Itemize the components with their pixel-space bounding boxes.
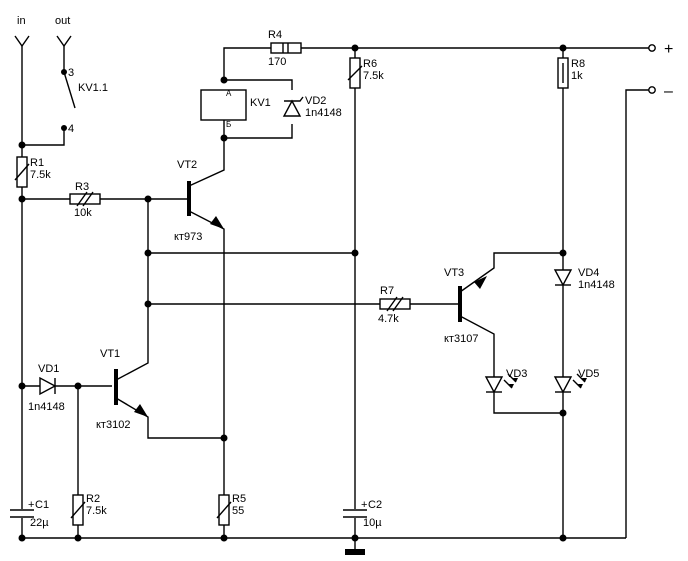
vd4-ref: VD4 — [578, 267, 599, 279]
capacitor-c1: + C1 22µ — [8, 499, 49, 529]
relay-pin-b: Б — [226, 120, 231, 129]
input-terminal-label: in — [17, 15, 26, 27]
r2-ref: R2 — [86, 493, 100, 505]
plus-terminal: + — [648, 41, 673, 58]
junction-dots — [18, 44, 567, 542]
r1-ref: R1 — [30, 157, 44, 169]
input-terminal: in — [17, 15, 26, 27]
ground-symbol — [345, 549, 365, 555]
c2-ref: C2 — [368, 499, 382, 511]
r5-value: 55 — [232, 505, 244, 517]
relay-designator: KV1 — [250, 97, 271, 109]
vt1-ref: VT1 — [100, 348, 120, 360]
r7-value: 4.7k — [378, 313, 399, 325]
vd3-ref: VD3 — [506, 368, 527, 380]
r2-value: 7.5k — [86, 505, 107, 517]
vd5-ref: VD5 — [578, 368, 599, 380]
transistor-vt3: VT3 кт3107 — [444, 267, 487, 345]
contact-pin-4: 4 — [68, 123, 74, 135]
transistor-vt2: VT2 кт973 — [174, 159, 224, 243]
relay-pin-a: A — [226, 89, 232, 98]
c1-polarity: + — [28, 499, 34, 511]
resistor-r4: R4 170 — [268, 29, 302, 68]
resistor-r2: R2 7.5k — [70, 493, 107, 526]
contact-pin-3: 3 — [68, 67, 74, 79]
c2-value: 10µ — [363, 517, 382, 529]
resistor-r5: R5 55 — [216, 493, 246, 526]
resistor-r1: R1 7.5k — [14, 156, 51, 188]
resistor-r8: R8 1k — [557, 57, 585, 89]
r5-ref: R5 — [232, 493, 246, 505]
r1-value: 7.5k — [30, 169, 51, 181]
vd2-type: 1n4148 — [305, 107, 342, 119]
c2-polarity: + — [361, 499, 367, 511]
diode-vd2: VD2 1n4148 — [282, 95, 342, 119]
relay-contact-kv1-1: 3 KV1.1 4 — [68, 67, 108, 135]
r4-ref: R4 — [268, 29, 282, 41]
led-vd5: VD5 — [553, 368, 599, 394]
vt1-type: кт3102 — [96, 419, 130, 431]
relay-kv1-coil: A Б KV1 — [200, 89, 271, 129]
diode-vd1: VD1 1n4148 — [28, 363, 65, 413]
r3-ref: R3 — [75, 181, 89, 193]
c1-value: 22µ — [30, 517, 49, 529]
r8-value: 1k — [571, 70, 583, 82]
output-terminal: out — [55, 15, 70, 27]
r8-ref: R8 — [571, 58, 585, 70]
contact-designator: KV1.1 — [78, 82, 108, 94]
vd1-ref: VD1 — [38, 363, 59, 375]
resistor-r7: R7 4.7k — [378, 285, 411, 325]
vt2-ref: VT2 — [177, 159, 197, 171]
diode-vd4: VD4 1n4148 — [553, 267, 615, 291]
output-terminal-label: out — [55, 15, 70, 27]
vd2-ref: VD2 — [305, 95, 326, 107]
minus-terminal: – — [648, 83, 673, 100]
vt2-type: кт973 — [174, 231, 202, 243]
vd4-type: 1n4148 — [578, 279, 615, 291]
c1-ref: C1 — [35, 499, 49, 511]
r7-ref: R7 — [380, 285, 394, 297]
capacitor-c2: + C2 10µ — [340, 499, 382, 529]
plus-terminal-label: + — [664, 41, 673, 58]
minus-terminal-label: – — [664, 83, 673, 100]
r4-value: 170 — [268, 56, 286, 68]
r6-ref: R6 — [363, 58, 377, 70]
vt3-type: кт3107 — [444, 333, 478, 345]
r6-value: 7.5k — [363, 70, 384, 82]
vd1-type: 1n4148 — [28, 401, 65, 413]
r3-value: 10k — [74, 207, 92, 219]
led-vd3: VD3 — [484, 368, 527, 394]
vt3-ref: VT3 — [444, 267, 464, 279]
resistor-r6: R6 7.5k — [347, 57, 384, 89]
resistor-r3: R3 10k — [69, 181, 101, 219]
transistor-vt1: VT1 кт3102 — [96, 348, 148, 431]
